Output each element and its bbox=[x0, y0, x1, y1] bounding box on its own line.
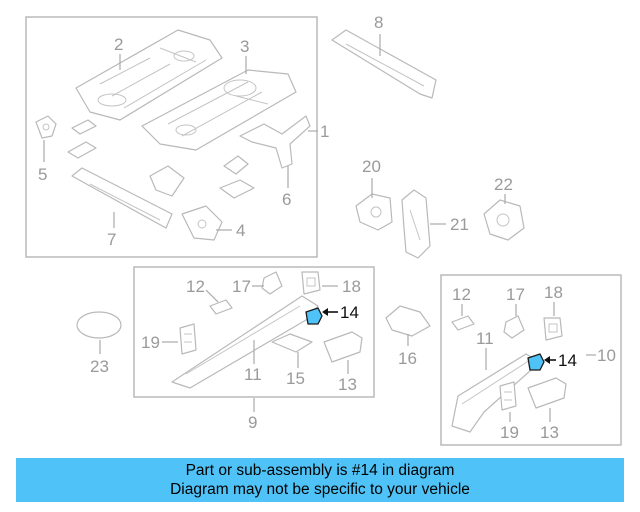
callout-11-right: 11 bbox=[476, 329, 494, 348]
callout-17-left: 17 bbox=[232, 277, 251, 296]
callout-11-left: 11 bbox=[244, 365, 262, 384]
banner-line-2: Diagram may not be specific to your vehi… bbox=[170, 481, 470, 498]
part-17-bracket-left bbox=[261, 271, 283, 295]
part-14-highlighted-right bbox=[527, 353, 545, 371]
callout-18-right: 18 bbox=[544, 283, 563, 302]
part-17-bracket-right bbox=[503, 315, 525, 339]
callout-8: 8 bbox=[374, 13, 383, 32]
callout-20: 20 bbox=[362, 157, 381, 176]
callout-9: 9 bbox=[248, 413, 257, 432]
group-box-sill-10 bbox=[440, 274, 622, 446]
part-2-front-floor-pan bbox=[75, 29, 223, 121]
callout-4: 4 bbox=[236, 221, 245, 240]
part-5-bracket bbox=[35, 115, 57, 139]
part-8-reinforcement bbox=[331, 29, 437, 99]
part-4-bracket bbox=[181, 205, 223, 241]
callout-13-right: 13 bbox=[540, 423, 559, 442]
callout-12-left: 12 bbox=[186, 277, 205, 296]
part-13-bracket-right bbox=[527, 377, 567, 409]
group-box-floor-1 bbox=[25, 16, 318, 258]
callout-5: 5 bbox=[38, 165, 47, 184]
part-12-bracket-left bbox=[209, 299, 233, 315]
part-18-bracket-right bbox=[543, 317, 563, 341]
part-21-pillar bbox=[401, 189, 431, 259]
callout-19-right: 19 bbox=[500, 423, 519, 442]
callout-13-left: 13 bbox=[338, 375, 357, 394]
callout-1: 1 bbox=[320, 122, 329, 141]
callout-6: 6 bbox=[282, 190, 291, 209]
callout-12-right: 12 bbox=[452, 285, 471, 304]
callout-10: 10 bbox=[597, 346, 616, 365]
part-3-rear-floor-pan bbox=[141, 69, 297, 151]
callout-19-left: 19 bbox=[141, 333, 160, 352]
callout-23: 23 bbox=[90, 357, 109, 376]
part-14-highlighted-left bbox=[305, 307, 323, 325]
callout-21: 21 bbox=[450, 215, 469, 234]
part-15-bracket bbox=[271, 333, 313, 353]
part-19-bracket-right bbox=[499, 381, 517, 411]
part-22-plate bbox=[483, 199, 525, 241]
callout-18-left: 18 bbox=[342, 277, 361, 296]
part-12-bracket-right bbox=[451, 315, 475, 331]
part-6-brace bbox=[239, 115, 311, 169]
part-7-crossmember bbox=[71, 167, 173, 229]
part-11-side-sill-right bbox=[451, 353, 541, 433]
callout-14-right: 14 bbox=[558, 351, 577, 370]
callout-22: 22 bbox=[494, 175, 513, 194]
callout-17-right: 17 bbox=[506, 285, 525, 304]
part-19-bracket-left bbox=[179, 323, 197, 355]
part-23-plug bbox=[76, 311, 122, 339]
group-box-sill-9 bbox=[133, 266, 375, 398]
callout-3: 3 bbox=[240, 37, 249, 56]
part-small-bracket-a bbox=[67, 119, 97, 159]
part-18-bracket-left bbox=[301, 271, 321, 295]
info-banner: Part or sub-assembly is #14 in diagram D… bbox=[16, 458, 624, 502]
callout-15: 15 bbox=[286, 369, 305, 388]
part-13-bracket-left bbox=[323, 331, 363, 363]
callout-16: 16 bbox=[398, 349, 417, 368]
banner-line-1: Part or sub-assembly is #14 in diagram bbox=[185, 462, 455, 479]
callout-2: 2 bbox=[114, 35, 123, 54]
callout-14-left: 14 bbox=[340, 303, 359, 322]
part-16-bracket bbox=[385, 305, 431, 337]
part-small-brackets-mid bbox=[149, 155, 255, 199]
callout-7: 7 bbox=[107, 230, 116, 249]
part-20-bracket bbox=[355, 193, 393, 231]
